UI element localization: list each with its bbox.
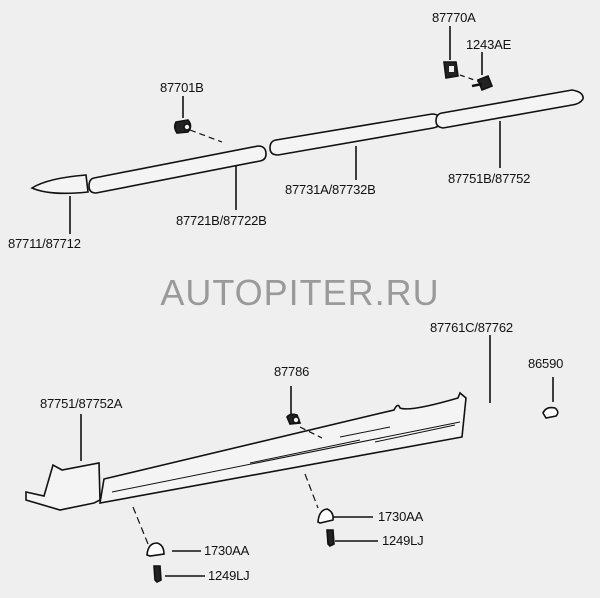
assembly-dash-line [459, 74, 481, 83]
screw-1243ae [476, 74, 494, 92]
assembly-dash-line [132, 506, 149, 545]
label-screw-right: 1249LJ [382, 533, 424, 548]
label-end-clip: 86590 [528, 356, 564, 371]
label-front-door-molding: 87721B/87722B [176, 213, 267, 228]
label-screw-left: 1249LJ [208, 568, 250, 583]
mud-guard [25, 462, 101, 511]
label-side-sill: 87761C/87762 [430, 320, 513, 335]
label-center-molding: 87731A/87732B [285, 182, 376, 197]
front-door-molding [88, 145, 267, 194]
screw-1249lj-left [153, 565, 162, 583]
nut-1730aa-right [317, 508, 334, 524]
label-front-tip: 87711/87712 [8, 236, 81, 251]
clip-86590 [542, 406, 559, 419]
sill-contour-line [374, 424, 456, 443]
label-nut-left: 1730AA [204, 543, 250, 558]
nut-1730aa-left [146, 542, 165, 557]
label-rear-molding: 87751B/87752 [448, 171, 531, 186]
assembly-dash-line [189, 129, 223, 143]
label-nut-right: 1730AA [378, 509, 424, 524]
rear-molding [435, 89, 584, 129]
watermark: AUTOPITER.RU [160, 272, 440, 313]
sill-contour-line [249, 439, 361, 464]
center-molding [269, 113, 441, 156]
label-clip-b: 87701B [160, 80, 204, 95]
clip-hole [183, 123, 191, 131]
clip-hole [449, 66, 454, 72]
screw-shank [471, 82, 483, 88]
label-sill-clip: 87786 [274, 364, 310, 379]
label-clip-a: 87770A [432, 10, 476, 25]
label-mud-guard: 87751/87752A [40, 396, 123, 411]
label-screw-a: 1243AE [466, 37, 512, 52]
assembly-dash-line [299, 426, 323, 439]
sill-contour-line [111, 421, 461, 493]
assembly-dash-line [304, 473, 319, 509]
side-sill [99, 391, 467, 504]
front-tip-molding [30, 174, 89, 195]
sill-contour-line [339, 426, 391, 438]
screw-1249lj-right [326, 529, 335, 547]
clip-hole [292, 416, 300, 424]
